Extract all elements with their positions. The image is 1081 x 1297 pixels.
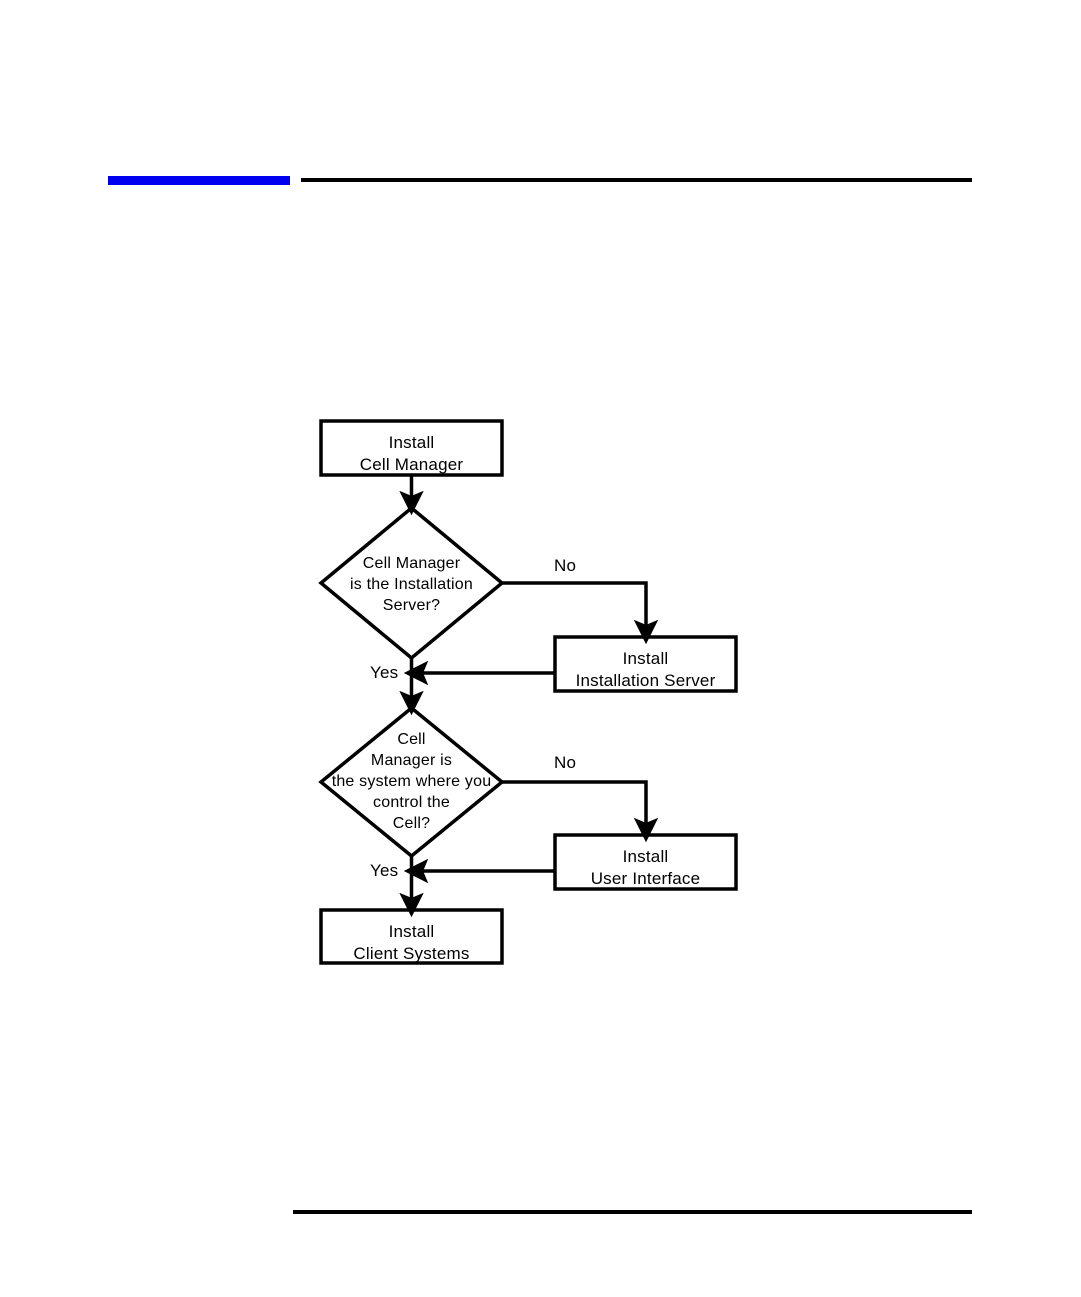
header-rule xyxy=(301,178,972,182)
edge-label-no-control-system: No xyxy=(554,753,577,772)
edge-label-no-installation-server: No xyxy=(554,556,577,575)
node-install-installation-server xyxy=(553,635,738,693)
edge-label-yes-control-system: Yes xyxy=(370,861,399,880)
edge-decision1-no-to-installserver xyxy=(502,581,659,645)
node-install-cell-manager xyxy=(319,419,504,477)
edge-label-yes-installation-server: Yes xyxy=(370,663,399,682)
node-install-user-interface xyxy=(553,833,738,891)
node-install-client-systems xyxy=(319,908,504,965)
node-is-installation-server xyxy=(318,505,505,661)
edge-decision2-no-to-userinterface xyxy=(502,780,659,843)
footer-rule xyxy=(293,1210,972,1214)
node-is-control-system xyxy=(318,705,505,859)
header-accent-bar xyxy=(108,176,290,185)
